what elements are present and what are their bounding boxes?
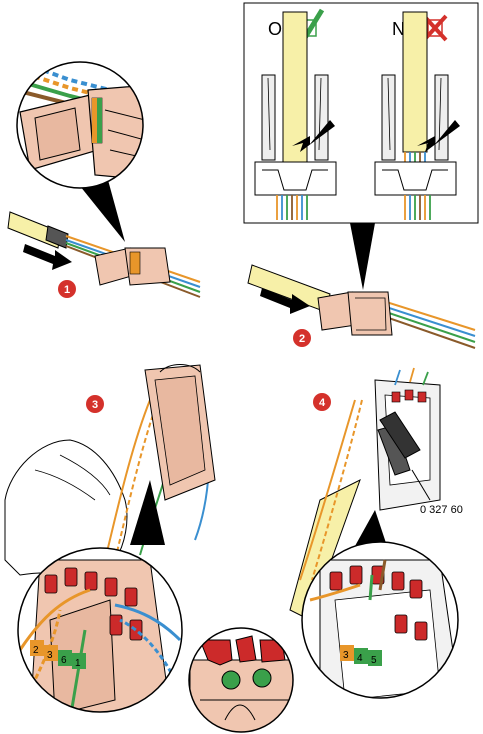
- step-1-badge: 1: [58, 280, 76, 298]
- step-2-badge: 2: [293, 329, 311, 347]
- step-2-number: 2: [299, 333, 305, 345]
- step-1-number: 1: [64, 284, 70, 296]
- zoom-circle-wire-insertion: 2 3 6 1: [18, 548, 182, 720]
- pin-label: 3: [343, 650, 349, 661]
- pin-label: 3: [47, 650, 53, 661]
- zoom-circle-connector-top: [15, 60, 150, 188]
- step-4-number: 4: [319, 397, 326, 409]
- step-3-badge: 3: [86, 395, 104, 413]
- pin-label: 6: [61, 655, 67, 666]
- pin-label: 2: [33, 645, 39, 656]
- zoom-circle-trimmed-connector: 3 4 5: [302, 542, 460, 710]
- pin-label: 5: [371, 655, 377, 666]
- pin-label: 1: [75, 658, 81, 669]
- inset-pointer: [350, 223, 375, 290]
- tool-reference-label: 0 327 60: [420, 504, 463, 516]
- ok-no-inset-panel: OK NO: [244, 3, 478, 290]
- step-4-badge: 4: [313, 393, 331, 411]
- step-3-illustration: [5, 365, 215, 581]
- step-3-number: 3: [92, 399, 98, 411]
- step-1-illustration: [8, 180, 200, 297]
- zoom-circle-contact-detail: [189, 628, 300, 734]
- pin-label: 4: [357, 653, 363, 664]
